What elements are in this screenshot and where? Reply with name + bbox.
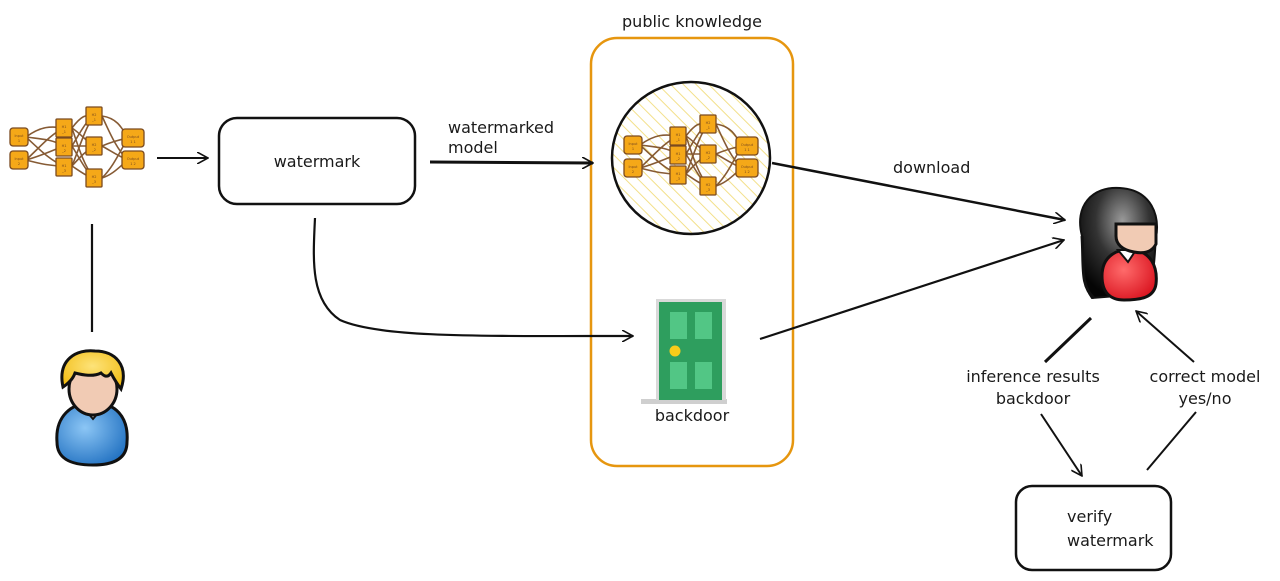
- watermarked-model-label-line2: model: [448, 138, 498, 157]
- correct-model-label-line2: yes/no: [1179, 389, 1232, 408]
- arrow-download-model: [771, 161, 1065, 220]
- arrow-inference-to-verify: [1040, 413, 1082, 476]
- correct-model-label-line1: correct model: [1150, 367, 1261, 386]
- watermark-process-box: [217, 116, 417, 206]
- arrow-backdoor-to-user: [759, 240, 1064, 341]
- verify-watermark-box: [1014, 484, 1173, 572]
- inference-results-label-line2: backdoor: [996, 389, 1071, 408]
- download-label: download: [893, 158, 970, 177]
- public-knowledge-container: [589, 36, 795, 468]
- owner-avatar-icon: [55, 349, 129, 467]
- arrow-watermarked-model: [429, 162, 593, 163]
- backdoor-door-icon: [641, 299, 727, 404]
- arrow-result-to-user: [1136, 311, 1195, 363]
- original-model-network-icon: [9, 106, 145, 188]
- inference-results-label-line1: inference results: [966, 367, 1100, 386]
- arrow-segment-user-to-inference: [1043, 316, 1093, 364]
- watermarked-model-label-line1: watermarked: [448, 118, 554, 137]
- verify-label-line2: watermark: [1067, 531, 1154, 550]
- backdoor-label: backdoor: [655, 406, 730, 425]
- verify-label-line1: verify: [1067, 507, 1112, 526]
- arrow-segment-verify-to-result: [1146, 411, 1197, 471]
- watermark-box-label: watermark: [274, 152, 361, 171]
- public-knowledge-label: public knowledge: [622, 12, 762, 31]
- arrow-to-backdoor: [312, 217, 633, 336]
- watermarked-model-icon: [610, 80, 772, 236]
- downloader-avatar-icon: [1079, 186, 1158, 302]
